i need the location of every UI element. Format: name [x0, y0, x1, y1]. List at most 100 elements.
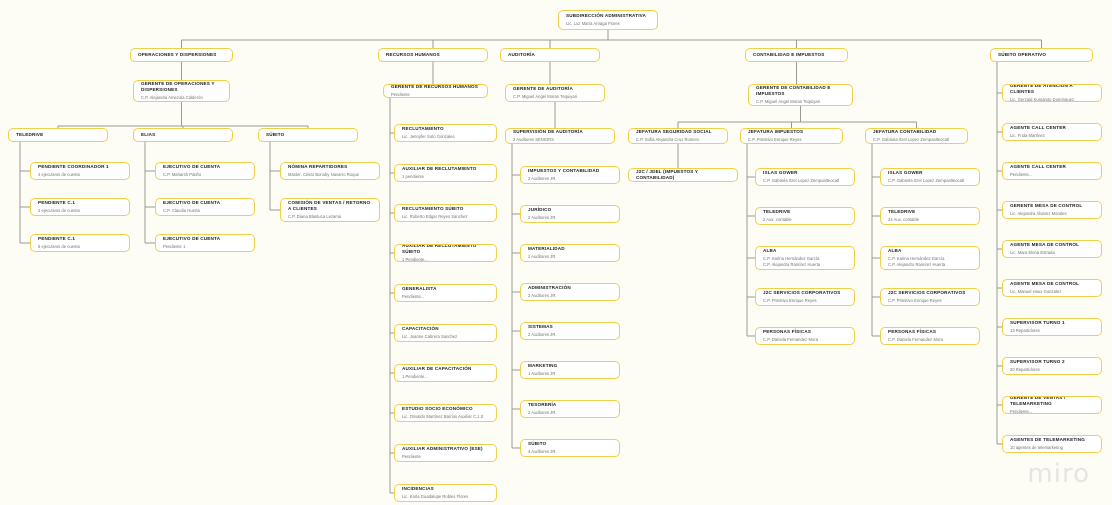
node-title: GERENTE DE CONTABILIDAD E IMPUESTOS — [756, 85, 831, 97]
node-title: ALBA — [763, 248, 777, 254]
node-rh-3[interactable]: AUXILIAR DE RECLUTAMIENTO SÚBITO 1 Pendie… — [394, 244, 497, 262]
node-title: INCIDENCIAS — [402, 486, 434, 492]
node-division-sub[interactable]: SÚBITO OPERATIVO — [990, 48, 1093, 62]
node-rh-4[interactable]: GENERALISTA Pendiente... — [394, 284, 497, 302]
node-title: TESORERÍA — [528, 402, 557, 408]
node-subtitle: 2 Auditores JR. — [528, 254, 557, 260]
node-ops-0-2[interactable]: Pendiente C.15 ejecutivos de cuenta — [30, 234, 130, 252]
node-subtitle: 24 Aux. contable — [888, 217, 920, 223]
node-title: GENERALISTA — [402, 286, 437, 292]
node-title: SÚBITO OPERATIVO — [998, 51, 1047, 57]
node-subtitle: 13 Repartidores — [1010, 328, 1040, 334]
node-subtitle: Master. César Bonoby Navarro Roque — [288, 172, 360, 178]
node-subtitle: Lic. Karla Guadalupe Robles Flores — [402, 494, 469, 500]
node-title: AGENTE CALL CENTER — [1010, 125, 1066, 131]
node-manager-ops_mgr[interactable]: GERENTE DE OPERACIONES Y DISPERSIONES C.P… — [133, 80, 230, 102]
node-subtitle: Pendiente... — [402, 294, 425, 300]
node-title: JURÍDICO — [528, 207, 552, 213]
node-sub-6[interactable]: SUPERVISOR TURNO 1 13 Repartidores — [1002, 318, 1102, 336]
node-title: JEFATURA SEGURIDAD SOCIAL — [636, 129, 712, 135]
node-title: Pendiente Coordinador 1 — [38, 164, 109, 170]
node-cont-0-0[interactable]: J2C / JDEL (IMPUESTOS Y CONTABILIDAD) — [628, 168, 738, 182]
node-title: SUPERVISIÓN DE AUDITORÍA — [513, 129, 583, 135]
node-ops-1-1[interactable]: EJECUTIVO DE CUENTA C.P. Claudia Huerta — [155, 198, 255, 216]
node-division-ops[interactable]: OPERACIONES Y DISPERSIONES — [130, 48, 233, 62]
node-title: AUXILIAR DE RECLUTAMIENTO SÚBITO — [402, 244, 477, 255]
node-division-aud[interactable]: AUDITORÍA — [500, 48, 600, 62]
node-subtitle: C.P. Alejandra Amezola Calderón — [141, 95, 203, 101]
node-title: IMPUESTOS Y CONTABILIDAD — [528, 168, 600, 174]
node-ops-group-0[interactable]: TELEDRIVE — [8, 128, 108, 142]
node-title: SISTEMAS — [528, 324, 553, 330]
node-title: ALBA — [888, 248, 902, 254]
node-ops-0-0[interactable]: Pendiente Coordinador 14 ejecutivos de c… — [30, 162, 130, 180]
node-division-rh[interactable]: RECURSOS HUMANOS — [378, 48, 488, 62]
node-title: AGENTES DE TELEMARKETING — [1010, 437, 1086, 443]
node-title: SUPERVISOR TURNO 2 — [1010, 359, 1065, 365]
node-title: RECLUTAMIENTO — [402, 126, 444, 132]
node-rh-8[interactable]: AUXILIAR ADMINISTRATIVO (ESE)Pendiente — [394, 444, 497, 462]
node-ops-0-1[interactable]: Pendiente C.14 ejecutivos de cuenta — [30, 198, 130, 216]
node-subtitle: 2 Aux. contable — [763, 217, 792, 223]
node-ops-group-2[interactable]: SÚBITO — [258, 128, 358, 142]
node-division-cont[interactable]: CONTABILIDAD E IMPUESTOS — [745, 48, 848, 62]
node-ops-group-1[interactable]: ELIAS — [133, 128, 233, 142]
node-rh-9[interactable]: INCIDENCIAS Lic. Karla Guadalupe Robles F… — [394, 484, 497, 502]
node-subtitle: 1 Pendiente... — [402, 374, 428, 380]
node-subtitle: 1 Pendiente... — [402, 257, 428, 262]
node-subtitle: 1 pendiente — [402, 174, 424, 180]
node-title: EJECUTIVO DE CUENTA — [163, 200, 221, 206]
node-subtitle: C.P. Gabriela Itzel Lopez Zempoalteocatl — [763, 178, 840, 184]
node-title: SUPERVISOR TURNO 1 — [1010, 320, 1065, 326]
node-subtitle: C.P. Daniela Fernandez Mora — [888, 337, 943, 343]
node-subtitle: C.P. Claudia Huerta — [163, 208, 200, 214]
node-title: GERENTE DE OPERACIONES Y DISPERSIONES — [141, 81, 215, 93]
